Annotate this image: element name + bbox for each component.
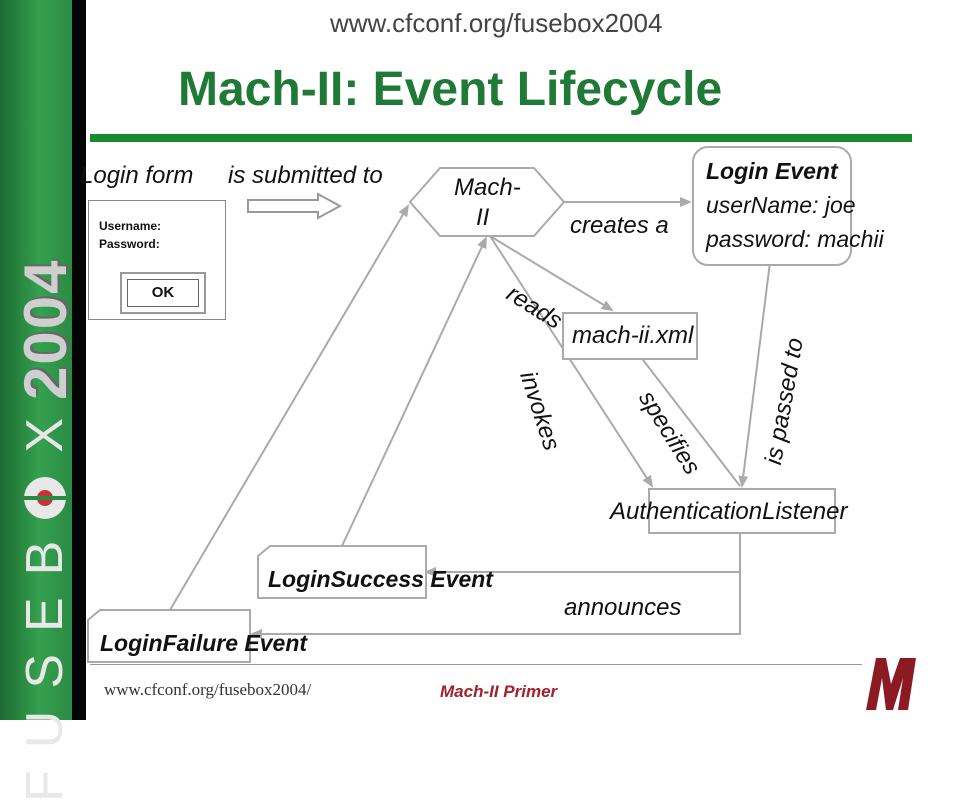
ok-button-label: OK [127, 279, 199, 307]
login-event-box [692, 146, 852, 266]
login-event-username: userName: joe [706, 192, 856, 218]
username-label: Username: [99, 219, 162, 233]
footer-primer: Mach-II Primer [440, 682, 558, 701]
failure-event-box [87, 609, 251, 663]
sidebar-band [0, 0, 72, 720]
sidebar-edge [72, 0, 86, 720]
xml-label: mach-ii.xml [572, 322, 694, 349]
success-return-arrow [341, 236, 487, 547]
login-event-title: Login Event [706, 158, 838, 184]
xml-box [562, 312, 698, 360]
ok-button[interactable]: OK [120, 272, 206, 314]
machii-label-1: Mach- [454, 174, 521, 201]
success-event-label: LoginSuccess Event [268, 566, 493, 592]
page-title: Mach-II: Event Lifecycle [178, 63, 723, 116]
failure-event-label: LoginFailure Event [100, 630, 308, 656]
passed-arrow [738, 261, 771, 488]
failure-return-arrow [169, 204, 410, 611]
reads-arrow [489, 235, 614, 312]
login-form-label: Login form [80, 162, 194, 189]
machii-label-2: II [476, 204, 490, 231]
submitted-label: is submitted to [228, 162, 383, 189]
mach-ii-logo-icon [866, 658, 916, 710]
diagram-connectors [87, 167, 771, 663]
header-url: www.cfconf.org/fusebox2004 [330, 8, 663, 38]
login-event-password: password: machii [706, 226, 884, 252]
footer-rule [90, 664, 862, 665]
footer-url: www.cfconf.org/fusebox2004/ [104, 680, 312, 699]
submit-arrow [247, 192, 343, 220]
listener-box [648, 488, 836, 534]
creates-label: creates a [570, 212, 669, 239]
title-rule [90, 134, 912, 142]
success-event-box [257, 545, 427, 599]
listener-label: AuthenticationListener [610, 498, 848, 525]
specifies-line [639, 355, 741, 487]
password-label: Password: [99, 237, 160, 251]
announce-failure-line [250, 572, 741, 639]
announces-label: announces [564, 594, 682, 621]
invokes-arrow [489, 235, 654, 488]
